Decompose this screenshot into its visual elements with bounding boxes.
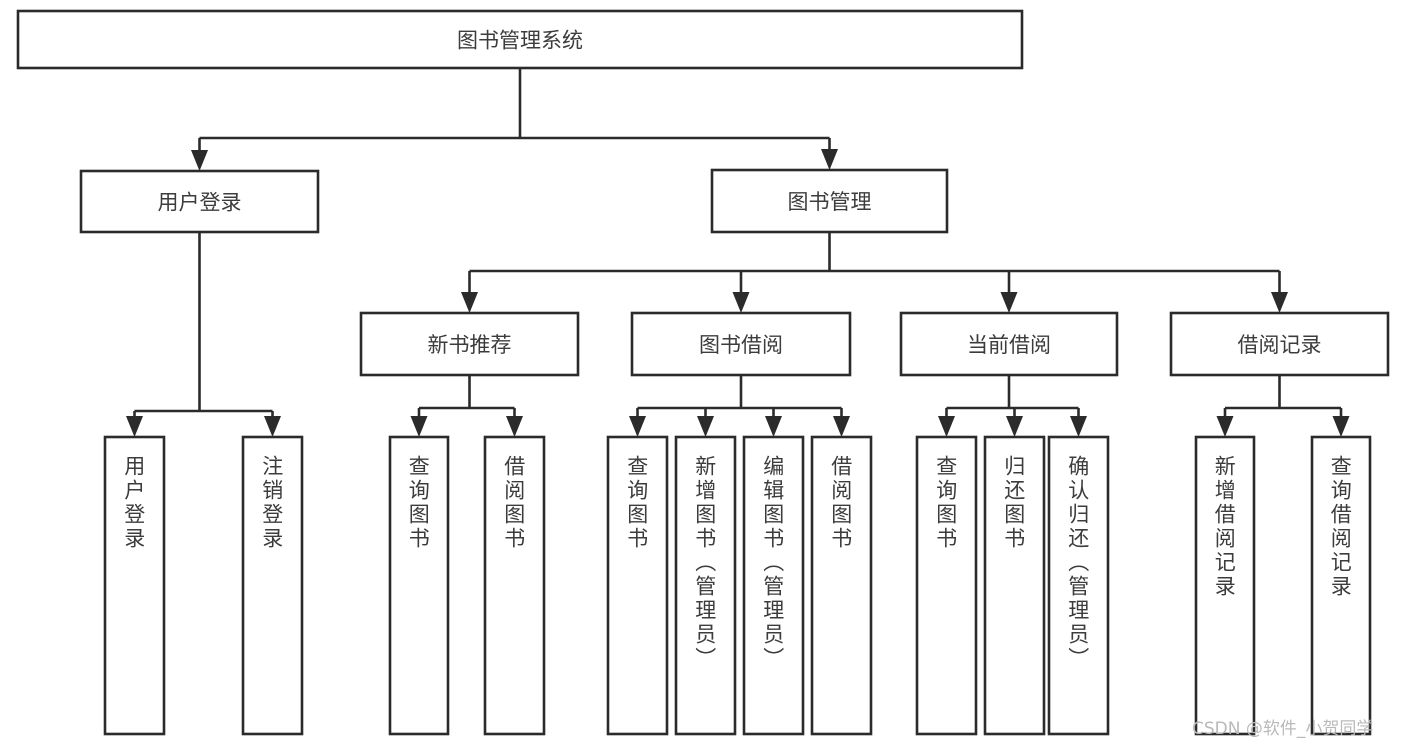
node-label: 借阅记录 bbox=[1238, 333, 1322, 357]
node-leaf-2[interactable] bbox=[388, 435, 450, 736]
node-label: 新书推荐 bbox=[428, 333, 512, 357]
arrow-head-icon bbox=[506, 416, 523, 437]
node-leaf-11[interactable] bbox=[1194, 435, 1256, 736]
node-label: 图书管理系统 bbox=[457, 29, 583, 53]
node-leaf-5[interactable] bbox=[674, 435, 737, 736]
node-leaf-10[interactable] bbox=[1047, 435, 1110, 736]
node-label: 图书借阅 bbox=[699, 333, 783, 357]
node-leaf-6[interactable] bbox=[742, 435, 805, 736]
arrow-head-icon bbox=[410, 416, 428, 437]
node-label: 当前借阅 bbox=[967, 333, 1051, 357]
node-label: 图书管理 bbox=[788, 190, 872, 214]
arrow-head-icon bbox=[732, 292, 750, 313]
csdn-watermark: CSDN @软件_小贺同学 bbox=[1192, 719, 1374, 739]
node-level3-1[interactable]: 图书借阅 bbox=[630, 311, 852, 377]
node-level2-0[interactable]: 用户登录 bbox=[79, 169, 320, 234]
arrow-head-icon bbox=[821, 149, 838, 170]
arrow-head-icon bbox=[1271, 292, 1288, 313]
arrow-head-icon bbox=[1216, 416, 1234, 437]
node-leaf-1[interactable] bbox=[241, 435, 304, 736]
arrow-head-icon bbox=[1332, 416, 1350, 437]
node-leaf-8[interactable] bbox=[915, 435, 978, 736]
node-root-图书管理系统[interactable]: 图书管理系统 bbox=[16, 9, 1024, 70]
arrow-head-icon bbox=[1006, 416, 1023, 437]
arrow-head-icon bbox=[126, 416, 143, 437]
arrow-head-icon bbox=[1070, 416, 1087, 437]
node-leaf-9[interactable] bbox=[983, 435, 1046, 736]
arrow-head-icon bbox=[264, 416, 281, 437]
arrow-head-icon bbox=[629, 416, 646, 437]
node-level3-0[interactable]: 新书推荐 bbox=[359, 311, 580, 377]
node-leaf-3[interactable] bbox=[483, 435, 546, 736]
node-leaf-7[interactable] bbox=[810, 435, 873, 736]
arrow-head-icon bbox=[191, 150, 208, 171]
arrow-head-icon bbox=[765, 416, 782, 437]
node-leaf-4[interactable] bbox=[606, 435, 669, 736]
node-label: 用户登录 bbox=[158, 191, 242, 215]
node-level3-2[interactable]: 当前借阅 bbox=[899, 311, 1119, 377]
node-leaf-12[interactable] bbox=[1310, 435, 1372, 736]
arrow-head-icon bbox=[1000, 292, 1018, 313]
arrow-head-icon bbox=[697, 416, 714, 437]
arrow-head-icon bbox=[833, 416, 850, 437]
node-leaf-0[interactable] bbox=[103, 435, 166, 736]
connector-edges-group bbox=[126, 68, 1350, 437]
arrow-head-icon bbox=[461, 292, 478, 313]
node-level3-3[interactable]: 借阅记录 bbox=[1169, 311, 1390, 377]
arrow-head-icon bbox=[938, 416, 955, 437]
node-level2-1[interactable]: 图书管理 bbox=[710, 168, 949, 234]
